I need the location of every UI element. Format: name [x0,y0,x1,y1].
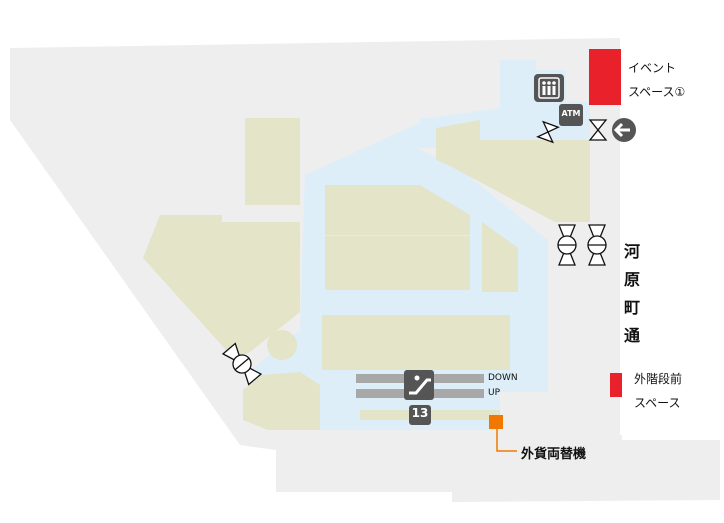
door-icon [587,224,607,266]
shop-upper-right [436,120,590,222]
shop-top-left [245,118,300,205]
currency-exchange-label: 外貨両替機 [521,447,587,462]
event-space-1-label-line2: スペース① [628,85,686,99]
gate-number-text: 13 [411,406,429,420]
escalator-icon [404,370,434,400]
elevator-icon [534,74,564,102]
pillar-round [267,330,297,360]
shop-bottom-left [243,372,320,430]
atm-text: ATM [561,109,581,118]
outside-steps-label-line1: 外階段前 [634,372,683,386]
event-space-1 [589,49,621,105]
stairs-down-label: DOWN [488,373,518,383]
door-icon [588,119,608,141]
event-space-1-label: イベント スペース① [628,56,685,104]
street-name-char-3: 町 [624,298,641,317]
door-icon [557,224,577,266]
shop-center-right [482,222,518,292]
entrance-arrow-icon [612,118,636,142]
shop-center-upper [325,185,470,235]
stairs-up-label: UP [488,388,501,398]
bottom-ground-area [276,435,622,492]
street-name-char-1: 河 [624,242,641,261]
shop-center-lower [325,236,470,290]
street-name-char-4: 通 [624,326,641,345]
currency-exchange-leader [496,429,517,452]
door-icon [536,120,560,144]
gate-number-badge [409,405,431,425]
outside-steps-space-label: 外階段前 スペース [634,367,682,415]
street-name-char-2: 原 [624,270,641,289]
event-space-1-label-line1: イベント [628,61,677,75]
door-icon [221,342,263,386]
outside-steps-label-line2: スペース [634,396,681,410]
shop-top-right-small [536,50,566,70]
currency-exchange-marker [489,415,503,429]
outside-steps-space [610,373,622,397]
shop-center-south [322,315,510,370]
atm-icon [559,104,583,126]
shop-left-wing [143,215,300,360]
